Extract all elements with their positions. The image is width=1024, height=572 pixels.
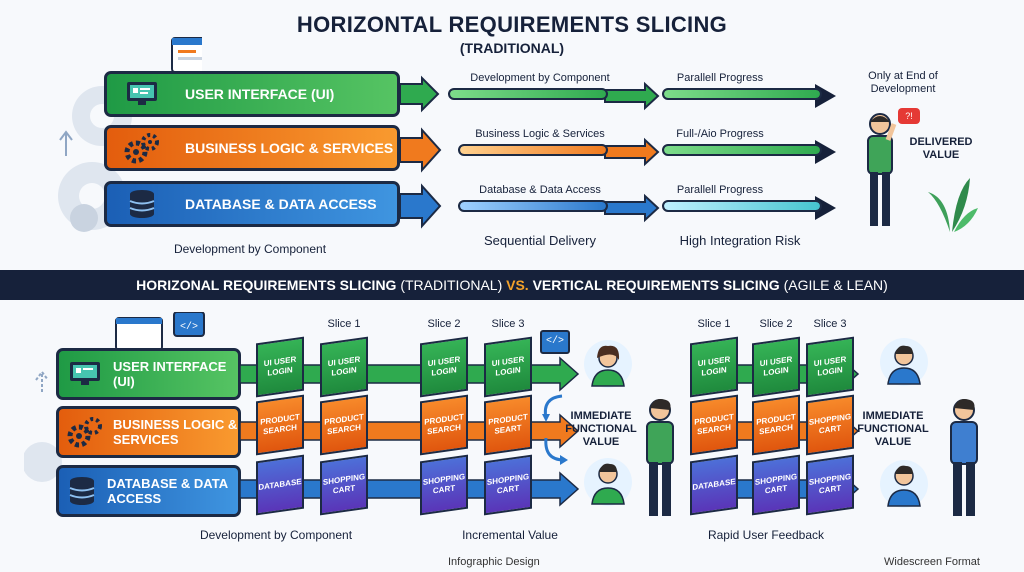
slice-card-mid2-1: PRODUCT SEART xyxy=(484,394,532,456)
bottom-layer-database-label: DATABASE & DATA ACCESS xyxy=(107,476,228,506)
comparison-band: HORIZONAL REQUIREMENTS SLICING (TRADITIO… xyxy=(0,270,1024,300)
page-title: HORIZONTAL REQUIREMENTS SLICING xyxy=(296,12,728,37)
row3-progress-bar xyxy=(662,200,822,212)
slice-card-stack0-1: PRODUCT SEARCH xyxy=(256,394,304,456)
band-left-bold: HORIZONAL REQUIREMENTS SLICING xyxy=(136,277,397,293)
top-flow-arrows xyxy=(400,75,836,229)
slice-card-right2-0: UI USER LOGIN xyxy=(806,336,854,398)
bottom-left-caption: Development by Component xyxy=(199,528,353,542)
top-layer-business: BUSINESS LOGIC & SERVICES xyxy=(104,125,400,171)
mid-slice-1-label: Slice 1 xyxy=(327,318,361,330)
top-mid-caption: Sequential Delivery xyxy=(483,233,596,248)
row1-progress-bar xyxy=(662,88,822,100)
user-tablet-icon xyxy=(880,338,928,386)
bottom-layer-business: BUSINESS LOGIC & SERVICES xyxy=(56,406,241,458)
band-left-rest: (TRADITIONAL) xyxy=(396,277,507,293)
row1-label: Development by Component xyxy=(470,72,610,84)
slice-card-mid0-0: UI USER LOGIN xyxy=(320,336,368,398)
slice-card-right0-0: UI USER LOGIN xyxy=(690,336,738,398)
row1-bar xyxy=(448,88,608,100)
monitor-icon xyxy=(67,357,103,391)
code-icon: </> xyxy=(540,330,570,354)
cycle-arrows-icon xyxy=(542,394,568,465)
slice-card-right1-2: SHOPPING CART xyxy=(752,454,800,516)
bottom-layer-business-label: BUSINESS LOGIC & SERVICES xyxy=(113,417,238,447)
slice-card-mid0-1: PRODUCT SEARCH xyxy=(320,394,368,456)
frustrated-person-icon xyxy=(867,113,897,226)
slice-card-mid2-2: SHOPPING CART xyxy=(484,454,532,516)
gears-icon xyxy=(121,132,163,164)
standing-man-right-icon xyxy=(950,399,978,516)
slice-card-stack0-2: DATABASE xyxy=(256,454,304,516)
top-layer-ui: USER INTERFACE (UI) xyxy=(104,71,400,117)
row3-progress-label: Parallell Progress xyxy=(676,184,764,196)
slice-card-right0-1: PRODUCT SEARCH xyxy=(690,394,738,456)
row2-progress-label: Full-/Aio Progress xyxy=(676,128,764,140)
row1-progress-label: Parallell Progress xyxy=(676,72,764,84)
row2-progress-bar xyxy=(662,144,822,156)
page-subtitle: (TRADITIONAL) xyxy=(459,40,565,56)
slice-card-mid1-2: SHOPPING CART xyxy=(420,454,468,516)
row3-bar xyxy=(458,200,608,212)
row2-label: Business Logic & Services xyxy=(475,128,605,140)
bottom-layer-ui: USER INTERFACE (UI) xyxy=(56,348,241,400)
slice-card-mid1-0: UI USER LOGIN xyxy=(420,336,468,398)
band-vs: VS. xyxy=(506,277,529,293)
footer-right: Widescreen Format xyxy=(884,556,980,568)
top-left-caption: Development by Component xyxy=(173,242,327,256)
speech-bubble: ?! xyxy=(898,108,920,124)
band-right-rest: (AGILE & LEAN) xyxy=(779,277,888,293)
bottom-right-caption: Rapid User Feedback xyxy=(707,528,825,542)
right-slice-3-label: Slice 3 xyxy=(813,318,847,330)
gears-icon xyxy=(67,415,103,449)
slice-card-right1-0: UI USER LOGIN xyxy=(752,336,800,398)
bottom-mid-caption: Incremental Value xyxy=(462,528,558,542)
database-icon xyxy=(121,188,163,220)
right-slice-1-label: Slice 1 xyxy=(697,318,731,330)
slice-card-right0-2: DATABASE xyxy=(690,454,738,516)
top-layer-business-label: BUSINESS LOGIC & SERVICES xyxy=(185,140,394,156)
delivered-value: DELIVERED VALUE xyxy=(909,136,973,161)
mid-slice-2-label: Slice 2 xyxy=(427,318,461,330)
value-right: IMMEDIATE FUNCTIONAL VALUE xyxy=(857,410,929,448)
standing-man-icon xyxy=(646,399,674,516)
row2-bar xyxy=(458,144,608,156)
top-layer-database-label: DATABASE & DATA ACCESS xyxy=(185,196,377,212)
top-right-caption: High Integration Risk xyxy=(679,233,801,248)
slice-card-mid1-1: PRODUCT SEARCH xyxy=(420,394,468,456)
user-man-icon xyxy=(584,458,632,506)
bottom-layer-database: DATABASE & DATA ACCESS xyxy=(56,465,241,517)
svg-text:</>: </> xyxy=(180,321,198,333)
slice-card-mid0-2: SHOPPING CART xyxy=(320,454,368,516)
slice-card-stack0-0: UI USER LOGIN xyxy=(256,336,304,398)
row3-label: Database & Data Access xyxy=(479,184,601,196)
value-left: IMMEDIATE FUNCTIONAL VALUE xyxy=(565,410,637,448)
slice-card-mid2-0: UI USER LOGIN xyxy=(484,336,532,398)
decor-bottom-icon: </> xyxy=(24,312,205,482)
user-phone-icon xyxy=(880,460,928,508)
database-icon xyxy=(67,474,97,508)
band-right-bold: VERTICAL REQUIREMENTS SLICING xyxy=(528,277,780,293)
slice-card-right2-1: SHOPPING CART xyxy=(806,394,854,456)
slice-card-right2-2: SHOPPING CART xyxy=(806,454,854,516)
user-woman-icon xyxy=(584,340,632,388)
monitor-icon xyxy=(121,78,163,110)
top-layer-database: DATABASE & DATA ACCESS xyxy=(104,181,400,227)
slice-card-right1-1: PRODUCT SEARCH xyxy=(752,394,800,456)
bottom-layer-ui-label: USER INTERFACE (UI) xyxy=(113,359,227,389)
right-slice-2-label: Slice 2 xyxy=(759,318,793,330)
top-layer-ui-label: USER INTERFACE (UI) xyxy=(185,86,335,102)
plant-icon xyxy=(928,178,978,232)
footer-left: Infographic Design xyxy=(448,556,540,568)
end-of-dev-label: Only at End of Development xyxy=(868,70,938,95)
mid-slice-3-label: Slice 3 xyxy=(491,318,525,330)
